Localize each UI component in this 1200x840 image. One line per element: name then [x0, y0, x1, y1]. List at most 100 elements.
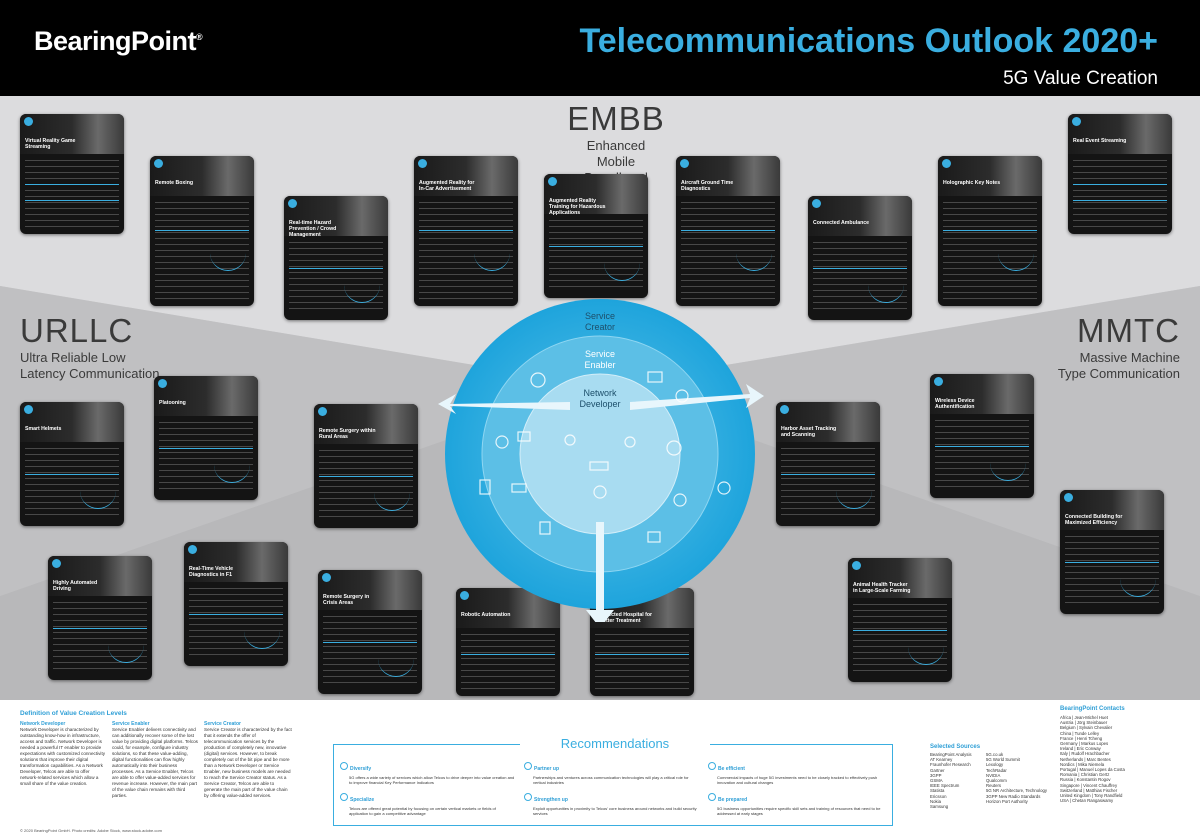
definition-sc-text: Service Creator is characterized by the … [204, 727, 292, 798]
use-case-card[interactable]: Augmented Reality for In-Car Advertiseme… [414, 156, 518, 306]
card-details [159, 422, 253, 494]
card-number-badge [780, 405, 789, 414]
use-case-card[interactable]: Remote Surgery in Crisis Areas [318, 570, 422, 694]
definitions-block: Definition of Value Creation Levels Netw… [20, 710, 320, 798]
list-entry: 3GPP [930, 772, 942, 778]
card-details [943, 202, 1037, 300]
list-entry: Fraunhofer Research [930, 762, 971, 768]
definition-sc-title: Service Creator [204, 721, 241, 727]
card-details [1065, 536, 1159, 608]
definition-nd-title: Network Developer [20, 721, 66, 727]
list-entry: 5G.co.uk [986, 752, 1004, 757]
card-number-badge [24, 405, 33, 414]
use-case-card[interactable]: Remote Surgery within Rural Areas [314, 404, 418, 528]
list-entry: BearingPoint Analysis [930, 752, 972, 757]
bearingpoint-logo[interactable]: BearingPoint® [34, 26, 203, 56]
value-creation-circle [438, 299, 764, 622]
section-mmtc-line1: Massive Machine [1079, 350, 1180, 365]
use-case-card[interactable]: Aircraft Ground Time Diagnostics [676, 156, 780, 306]
list-entry: Netherlands | Marc Bentes [1060, 756, 1111, 762]
card-details [681, 202, 775, 300]
use-case-card[interactable]: Connected Ambulance [808, 196, 912, 320]
list-entry: Africa | Jean-Michel Huet [1060, 715, 1108, 720]
list-entry: GSMA [930, 778, 943, 784]
card-number-badge [1064, 493, 1073, 502]
list-entry: Russia | Konstantin Rogov [1060, 777, 1111, 783]
use-case-card[interactable]: Virtual Reality Game Streaming [20, 114, 124, 234]
list-entry: TechRadar [986, 767, 1007, 773]
card-number-badge [52, 559, 61, 568]
section-embb-line1: Enhanced Mobile [586, 138, 646, 169]
list-entry: Romania | Christian Gertz [1060, 772, 1110, 778]
use-case-card[interactable]: Augmented Reality Training for Hazardous… [544, 174, 648, 298]
card-title: Remote Boxing [155, 180, 194, 186]
list-entry: Gartner [930, 767, 945, 773]
use-case-card[interactable]: Animal Health Tracker in Large-Scale Far… [848, 558, 952, 682]
card-details [155, 202, 249, 300]
use-case-card[interactable]: Real-Time Vehicle Diagnostics in F1 [184, 542, 288, 666]
card-title: Augmented Reality Training for Hazardous… [549, 198, 606, 216]
card-number-badge [24, 117, 33, 126]
list-entry: Germany | Markus Lopes [1060, 741, 1109, 747]
contacts-block: BearingPoint Contacts Africa | Jean-Mich… [1060, 706, 1192, 803]
card-title: Platooning [159, 400, 186, 406]
use-case-card[interactable]: Smart Helmets [20, 402, 124, 526]
list-entry: Nokia [930, 798, 941, 804]
list-entry: IEEE Spectrum [930, 783, 960, 789]
list-entry: Ireland | Eric Conway [1060, 746, 1101, 752]
card-number-badge [548, 177, 557, 186]
list-entry: AT Kearney [930, 757, 953, 763]
list-entry: NVIDIA [986, 772, 1001, 778]
sources-title: Selected Sources [930, 744, 981, 750]
section-embb-abbr: EMBB [567, 100, 665, 137]
card-details [25, 448, 119, 520]
list-entry: Ericsson [930, 793, 947, 799]
list-entry: France | Henri Tcheng [1060, 735, 1103, 741]
list-entry: Nordics | Mika Niemela [1060, 761, 1105, 767]
card-title: Animal Health Tracker in Large-Scale Far… [853, 582, 911, 594]
use-case-card[interactable]: Remote Boxing [150, 156, 254, 306]
use-case-card[interactable]: Harbor Asset Tracking and Scanning [776, 402, 880, 526]
use-case-card[interactable]: Wireless Device Authentification [930, 374, 1034, 498]
use-case-card[interactable]: Connected Building for Maximized Efficie… [1060, 490, 1164, 614]
use-case-card[interactable]: Holographic Key Notes [938, 156, 1042, 306]
use-case-card[interactable]: Real Event Streaming [1068, 114, 1172, 234]
card-details [781, 448, 875, 520]
card-number-badge [418, 159, 427, 168]
card-number-badge [288, 199, 297, 208]
list-entry: Statista [930, 788, 945, 794]
card-number-badge [680, 159, 689, 168]
card-details [419, 202, 513, 300]
card-details [813, 242, 907, 314]
section-urllc-line2: Latency Communication [20, 366, 160, 381]
card-details [935, 420, 1029, 492]
use-case-card[interactable]: Real-time Hazard Prevention / Crowd Mana… [284, 196, 388, 320]
card-number-badge [812, 199, 821, 208]
card-title: Harbor Asset Tracking and Scanning [781, 426, 837, 438]
definitions-title: Definition of Value Creation Levels [20, 710, 127, 717]
list-entry: 3GPP New Radio Standards [986, 793, 1041, 799]
use-case-card[interactable]: Highly Automated Driving [48, 556, 152, 680]
definition-nd-text: Network Developer is characterized by ou… [20, 727, 106, 786]
card-title: Robotic Automation [461, 612, 511, 618]
card-number-badge [460, 591, 469, 600]
card-details [53, 602, 147, 674]
card-title: Aircraft Ground Time Diagnostics [681, 180, 734, 192]
use-case-card[interactable]: Platooning [154, 376, 258, 500]
list-entry: Austria | Jörg Steinbauer [1060, 720, 1108, 726]
card-title: Remote Surgery in Crisis Areas [323, 594, 370, 606]
card-title: Wireless Device Authentification [935, 398, 975, 410]
card-details [289, 242, 383, 314]
section-embb: EMBB Enhanced Mobile Broadband [566, 100, 666, 186]
definition-se-text: Service Enabler delivers connectivity an… [112, 727, 198, 798]
